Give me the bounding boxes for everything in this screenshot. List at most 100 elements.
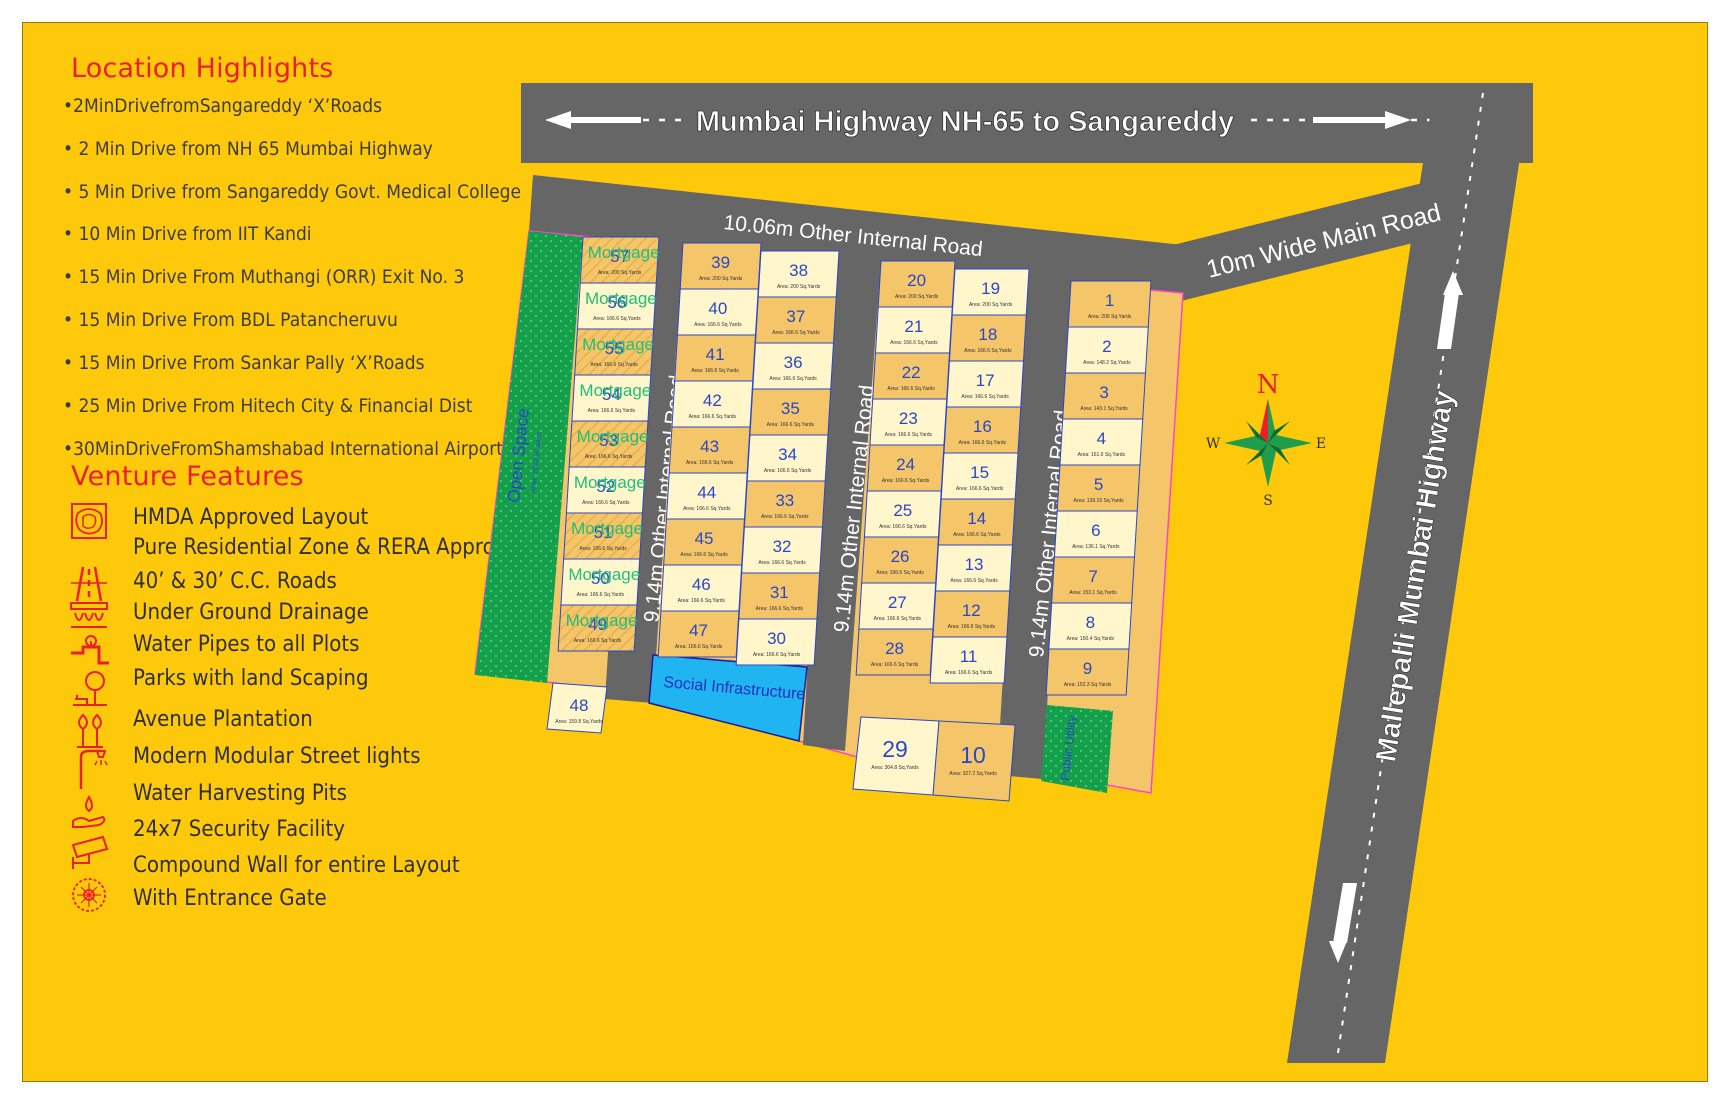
plot-area: Area: 166.6 Sq.Yards xyxy=(890,340,938,346)
plot-number: 6 xyxy=(1091,521,1100,540)
plot-number: 41 xyxy=(706,345,725,364)
plot-number: 15 xyxy=(970,463,989,482)
layout-board: Location Highlights •2MinDrivefromSangar… xyxy=(22,22,1708,1082)
highlight-item: • 25 Min Drive From Hitech City & Financ… xyxy=(63,395,473,417)
plot-area: Area: 166.6 Sq.Yards xyxy=(945,670,993,676)
plot-shape xyxy=(1045,648,1130,696)
plot-area: Area: 166.6 Sq.Yards xyxy=(885,432,933,438)
feature-label: Modern Modular Street lights xyxy=(133,744,421,769)
highlight-item: • 5 Min Drive from Sangareddy Govt. Medi… xyxy=(63,181,521,203)
compass-rose: N S E W xyxy=(1206,370,1326,509)
plot-number: 12 xyxy=(962,601,981,620)
plot-shape xyxy=(557,604,638,652)
highlight-item: • 10 Min Drive from IIT Kandi xyxy=(63,223,312,245)
plot-number: 9 xyxy=(1083,659,1092,678)
plot-number: 55 xyxy=(605,339,624,358)
mortgage-label: Mortgage xyxy=(571,519,643,538)
plot-area: Area: 200 Sq.Yards xyxy=(598,270,642,276)
feature-label: With Entrance Gate xyxy=(133,886,327,911)
plot-area: Area: 148.2 Sq.Yards xyxy=(1083,360,1131,366)
plot-area: Area: 152.3 Sq.Yards xyxy=(1064,682,1112,688)
plot-area: Area: 159.8 Sq.Yards xyxy=(555,719,603,725)
feature-label: Compound Wall for entire Layout xyxy=(133,853,460,878)
plot-shape xyxy=(929,636,1008,684)
feature-label: Under Ground Drainage xyxy=(133,600,369,625)
plot-number: 1 xyxy=(1105,291,1114,310)
plot-number: 39 xyxy=(711,253,730,272)
feature-label: HMDA Approved Layout xyxy=(133,505,369,530)
feature-label: Water Pipes to all Plots xyxy=(133,632,360,657)
road-icon xyxy=(71,566,107,602)
plot-number: 43 xyxy=(700,437,719,456)
plot-number: 26 xyxy=(891,547,910,566)
plot-area: Area: 200 Sq.Yards xyxy=(699,276,743,282)
plot-number: 30 xyxy=(767,629,786,648)
plot-area: Area: 200 Sq.Yards xyxy=(969,302,1013,308)
plot-number: 7 xyxy=(1088,567,1097,586)
plot-area: Area: 139.15 Sq.Yards xyxy=(1073,498,1124,504)
plot-area: Area: 153.1 Sq.Yards xyxy=(1069,590,1117,596)
security-camera-icon xyxy=(71,835,109,869)
plot-area: Area: 166.6 Sq.Yards xyxy=(959,440,1007,446)
plot-area: Area: 206 Sq.Yards xyxy=(1088,314,1132,320)
compass-n: N xyxy=(1257,370,1280,400)
